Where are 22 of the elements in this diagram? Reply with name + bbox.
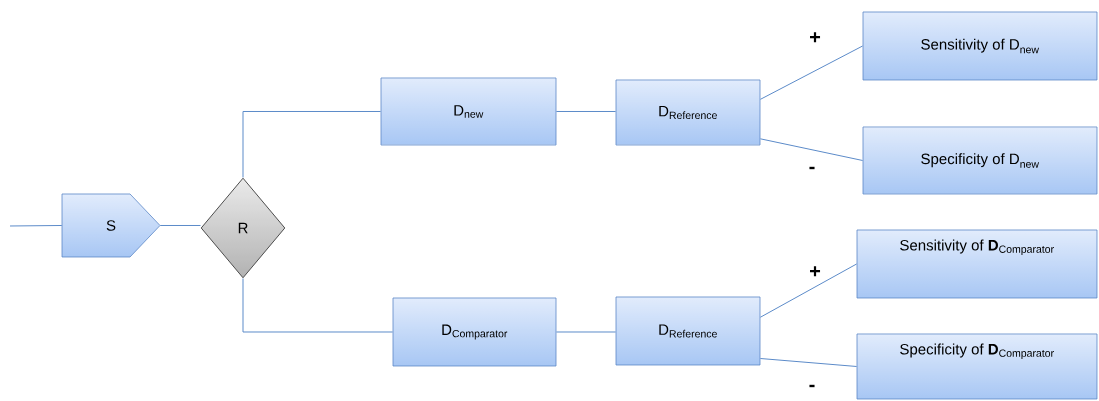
connector-line (759, 138, 864, 161)
process-box: $\mathrm{Sensitivity\ of\ }\mathbf{D}_{\mathrm{Comparator}}$ (856, 229, 1098, 299)
process-box: $\mathrm{Sensitivity\ of\ D}_{\mathrm{new}}$ (862, 11, 1098, 81)
connector-line (759, 45, 864, 100)
connector-line (759, 263, 858, 318)
connector-line (242, 278, 394, 333)
connector-line (555, 331, 617, 333)
process-box: $\mathrm{Specificity\ of\ }\mathbf{D}_{\mathrm{Comparator}}$ (856, 333, 1098, 400)
process-box: $\mathrm{D}_{\mathrm{new}}$ (380, 77, 557, 146)
edge-label: - (807, 165, 817, 175)
process-box: $\mathrm{D}_{\mathrm{Reference}}$ (615, 296, 761, 366)
edge-label: + (808, 265, 822, 279)
connector-line (159, 225, 201, 226)
process-box: $\mathrm{D}_{\mathrm{Comparator}}$ (392, 297, 557, 367)
process-box: $\mathrm{D}_{\mathrm{Reference}}$ (615, 79, 761, 146)
connector-line (555, 111, 617, 112)
connector-line (759, 358, 858, 367)
connector-line (242, 111, 382, 178)
edge-label: + (808, 31, 822, 45)
edge-label: - (807, 383, 817, 393)
connector-line (9, 225, 63, 227)
process-box: $\mathrm{Specificity\ of\ D}_{\mathrm{new}}$ (862, 126, 1098, 195)
